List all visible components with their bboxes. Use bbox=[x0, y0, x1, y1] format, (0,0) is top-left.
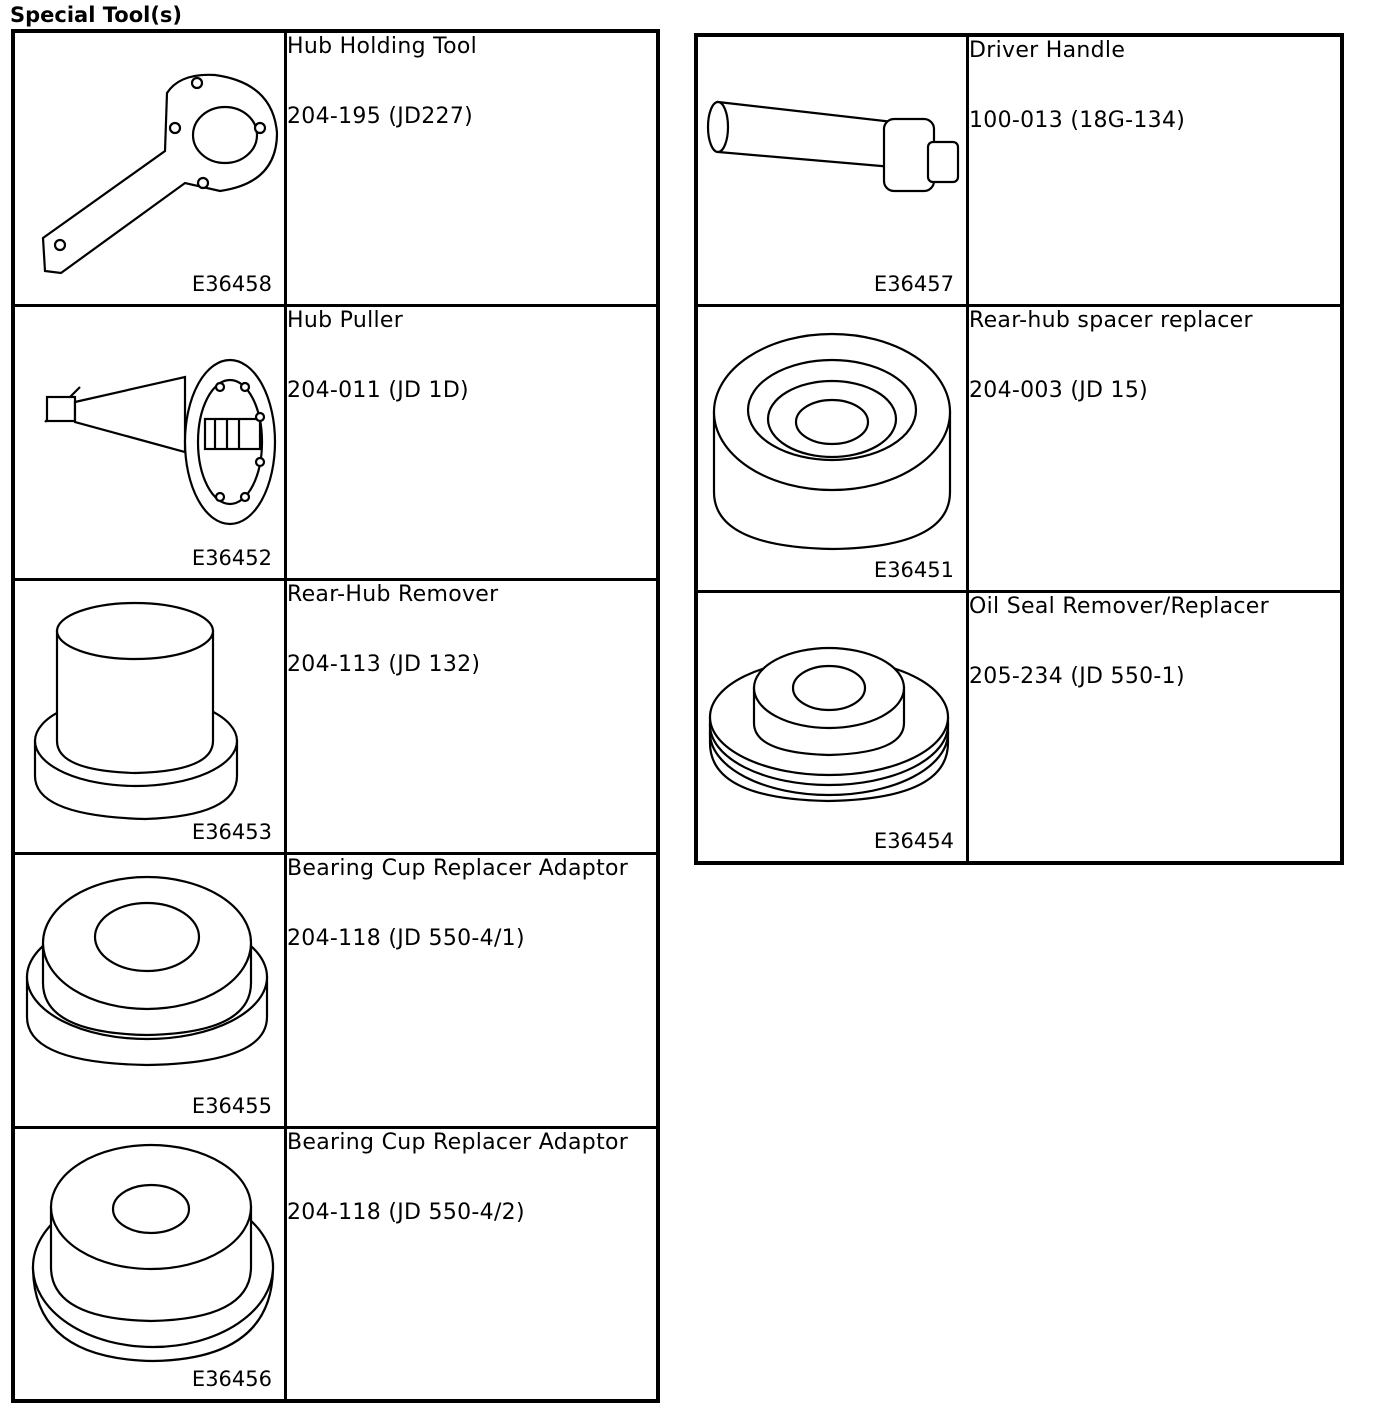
tool-part-number: 204-113 (JD 132) bbox=[287, 651, 481, 677]
tool-part-number: 204-003 (JD 15) bbox=[969, 377, 1148, 403]
figure-code: E36453 bbox=[191, 819, 272, 844]
tool-name: Bearing Cup Replacer Adaptor bbox=[287, 855, 629, 881]
tool-row: E36454 Oil Seal Remover/Replacer 205-234… bbox=[694, 589, 1344, 865]
oil-seal-remover-icon bbox=[708, 646, 950, 802]
tool-row: E36452 Hub Puller 204-011 (JD 1D) bbox=[11, 303, 660, 581]
tool-image-cell: E36456 bbox=[11, 1125, 287, 1403]
figure-code: E36456 bbox=[191, 1367, 272, 1391]
tool-description-cell: Hub Puller 204-011 (JD 1D) bbox=[284, 303, 660, 581]
left-tools-table: E36458 Hub Holding Tool 204-195 (JD227) bbox=[11, 29, 660, 1403]
tool-image-cell: E36453 bbox=[11, 577, 287, 855]
tool-image-cell: E36457 bbox=[694, 33, 969, 307]
tool-part-number: 205-234 (JD 550-1) bbox=[969, 663, 1185, 689]
tool-part-number: 204-195 (JD227) bbox=[287, 104, 473, 129]
tool-row: E36457 Driver Handle 100-013 (18G-134) bbox=[694, 33, 1344, 307]
driver-handle-icon bbox=[706, 100, 960, 193]
tool-image-cell: E36452 bbox=[11, 303, 287, 581]
tool-row: E36451 Rear-hub spacer replacer 204-003 … bbox=[694, 303, 1344, 593]
tool-row: E36456 Bearing Cup Replacer Adaptor 204-… bbox=[11, 1125, 660, 1403]
tool-part-number: 204-118 (JD 550-4/1) bbox=[287, 925, 525, 951]
tool-name: Rear-hub spacer replacer bbox=[969, 307, 1253, 333]
bearing-cup-adaptor-icon bbox=[31, 1143, 275, 1362]
hub-holding-tool-icon bbox=[41, 73, 279, 275]
tool-image-cell: E36454 bbox=[694, 589, 969, 865]
tool-description-cell: Rear-hub spacer replacer 204-003 (JD 15) bbox=[966, 303, 1344, 593]
tool-name: Bearing Cup Replacer Adaptor bbox=[287, 1129, 629, 1155]
page-title: Special Tool(s) bbox=[10, 3, 183, 27]
tool-description-cell: Bearing Cup Replacer Adaptor 204-118 (JD… bbox=[284, 1125, 660, 1403]
rear-hub-remover-icon bbox=[33, 601, 239, 820]
tool-part-number: 100-013 (18G-134) bbox=[969, 108, 1186, 133]
tool-part-number: 204-011 (JD 1D) bbox=[287, 377, 469, 403]
tool-description-cell: Driver Handle 100-013 (18G-134) bbox=[966, 33, 1344, 307]
bearing-cup-adaptor-icon bbox=[25, 875, 269, 1066]
figure-code: E36454 bbox=[873, 829, 954, 853]
tool-row: E36455 Bearing Cup Replacer Adaptor 204-… bbox=[11, 851, 660, 1129]
figure-code: E36458 bbox=[191, 271, 272, 296]
tool-name: Driver Handle bbox=[969, 38, 1126, 63]
figure-code: E36451 bbox=[873, 557, 954, 582]
tool-name: Oil Seal Remover/Replacer bbox=[969, 593, 1269, 619]
tool-description-cell: Bearing Cup Replacer Adaptor 204-118 (JD… bbox=[284, 851, 660, 1129]
figure-code: E36457 bbox=[873, 271, 954, 296]
tool-image-cell: E36458 bbox=[11, 29, 287, 307]
tool-row: E36453 Rear-Hub Remover 204-113 (JD 132) bbox=[11, 577, 660, 855]
right-tools-table: E36457 Driver Handle 100-013 (18G-134) E… bbox=[694, 33, 1344, 865]
figure-code: E36455 bbox=[191, 1093, 272, 1118]
figure-code: E36452 bbox=[191, 545, 272, 570]
hub-puller-icon bbox=[44, 358, 277, 525]
tool-description-cell: Oil Seal Remover/Replacer 205-234 (JD 55… bbox=[966, 589, 1344, 865]
tool-image-cell: E36451 bbox=[694, 303, 969, 593]
tool-description-cell: Hub Holding Tool 204-195 (JD227) bbox=[284, 29, 660, 307]
tool-image-cell: E36455 bbox=[11, 851, 287, 1129]
tool-part-number: 204-118 (JD 550-4/2) bbox=[287, 1199, 525, 1225]
tool-row: E36458 Hub Holding Tool 204-195 (JD227) bbox=[11, 29, 660, 307]
tool-name: Hub Puller bbox=[287, 307, 404, 333]
tool-name: Rear-Hub Remover bbox=[287, 581, 499, 607]
spacer-replacer-icon bbox=[712, 332, 952, 550]
tool-name: Hub Holding Tool bbox=[287, 34, 478, 59]
tool-description-cell: Rear-Hub Remover 204-113 (JD 132) bbox=[284, 577, 660, 855]
